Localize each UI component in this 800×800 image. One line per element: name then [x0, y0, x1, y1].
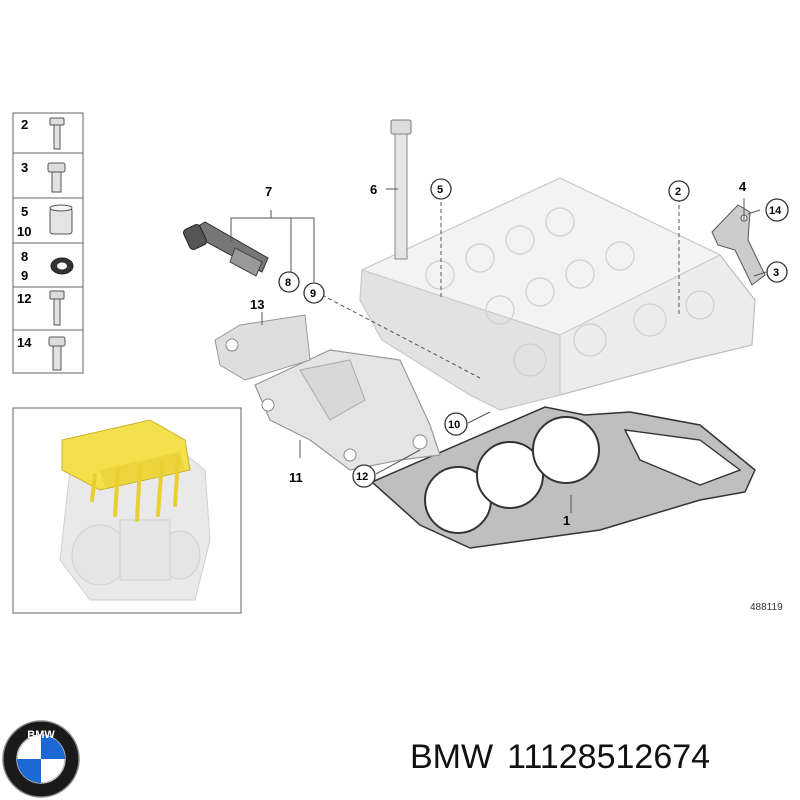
bolt-2-icon: [49, 117, 65, 150]
cylinder-head: [359, 177, 756, 411]
diagram-reference-number: 488119: [750, 602, 783, 613]
callout-12: 12: [356, 471, 368, 483]
bolt-14-icon: [48, 336, 66, 371]
callout-9: 9: [310, 288, 316, 300]
engine-overview-inset: [12, 407, 242, 614]
callout-10: 10: [448, 419, 460, 431]
sleeve-icon: [49, 204, 73, 235]
brand-name: BMW: [410, 738, 494, 776]
leader-lines: [230, 188, 767, 513]
bmw-logo-icon: BMW: [2, 720, 80, 798]
callout-5: 5: [437, 184, 443, 196]
legend-label-9: 9: [21, 268, 28, 283]
callout-13: 13: [250, 297, 264, 312]
engine-bracket: [254, 349, 441, 471]
long-bolt: [390, 119, 412, 260]
callout-6: 6: [370, 182, 377, 197]
callout-14: 14: [769, 205, 782, 217]
legend-table: 2 3 5 10 8 9 12 14: [12, 112, 84, 374]
brand-part-caption: BMW 11128512674: [410, 738, 724, 777]
legend-label-5: 5: [21, 204, 28, 219]
circled-callout-labels: 2 3 5 8 9 10 12 14: [285, 184, 782, 483]
bolt-3-icon: [47, 162, 66, 193]
callout-8: 8: [285, 277, 291, 289]
legend-label-2: 2: [21, 117, 28, 132]
logo-lettering: BMW: [27, 729, 55, 741]
part-number: 11128512674: [507, 738, 711, 776]
head-gasket: [370, 406, 756, 549]
callout-3: 3: [773, 267, 779, 279]
sensor: [183, 221, 269, 277]
legend-label-12: 12: [17, 291, 31, 306]
callout-11: 11: [289, 470, 303, 485]
callout-2: 2: [675, 186, 681, 198]
cylinder-head-highlight: [61, 419, 191, 522]
lifting-plate: [214, 314, 311, 381]
callout-7: 7: [265, 184, 272, 199]
bolt-12-icon: [49, 290, 65, 326]
legend-label-3: 3: [21, 160, 28, 175]
legend-label-8: 8: [21, 249, 28, 264]
seal-ring-icon: [50, 257, 74, 275]
callout-4: 4: [739, 179, 747, 194]
callouts: 1 4 6 7 11 13: [250, 179, 747, 528]
circled-callouts: [278, 178, 789, 488]
legend-label-14: 14: [17, 335, 32, 350]
callout-1: 1: [563, 513, 570, 528]
legend-label-10: 10: [17, 224, 31, 239]
